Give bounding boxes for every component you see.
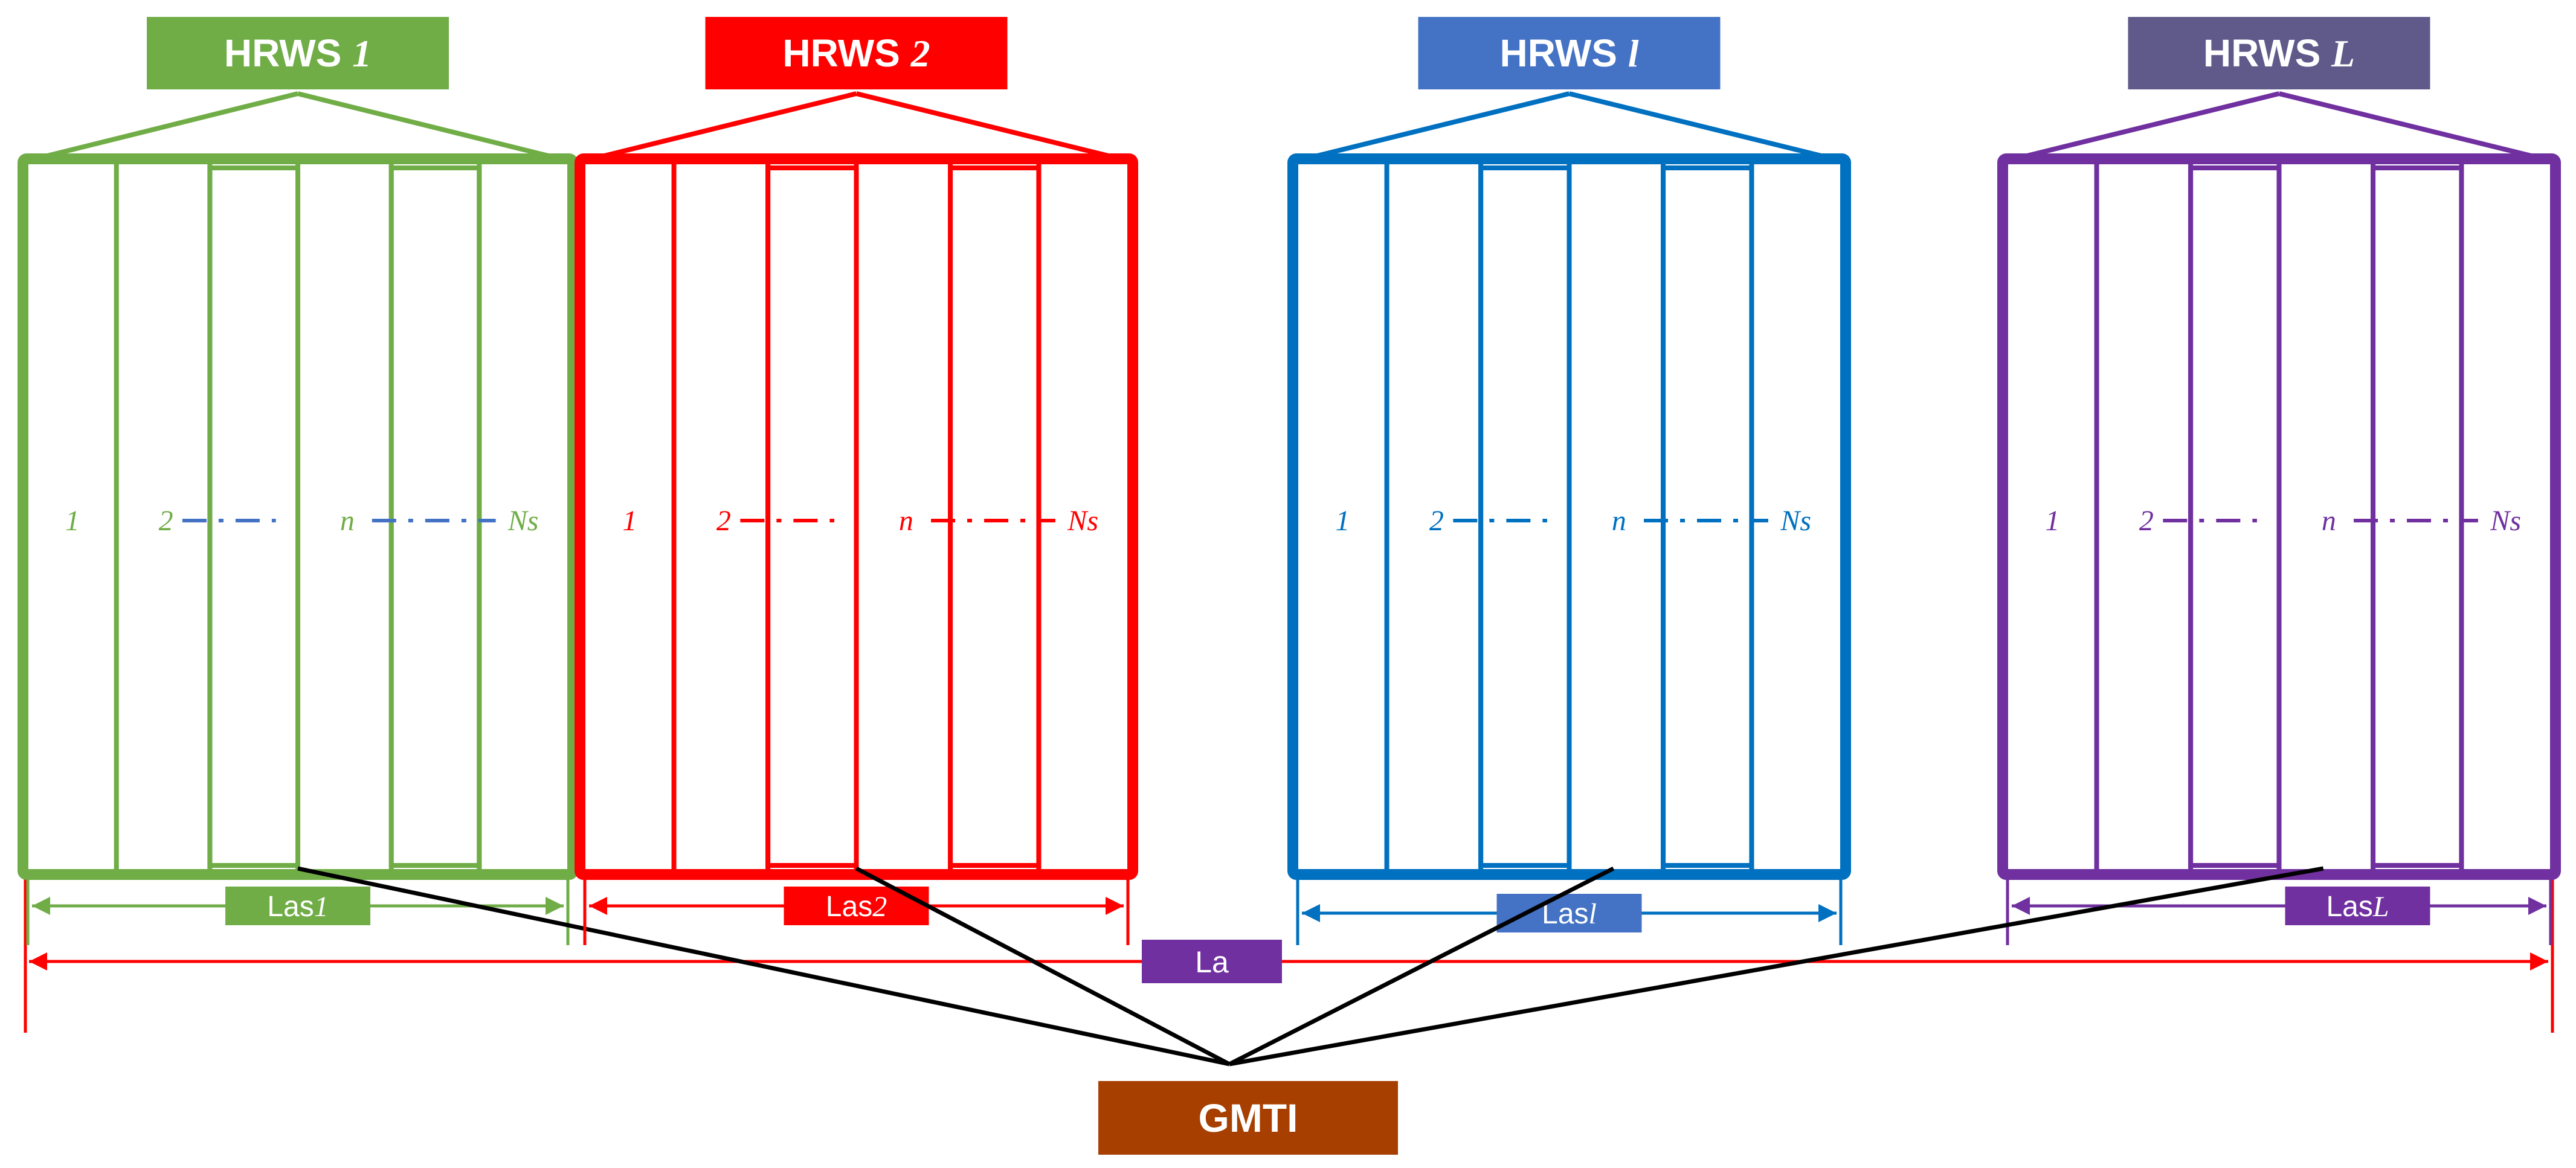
las-label: Las1 xyxy=(267,891,328,923)
gmti-box xyxy=(1098,1081,1398,1155)
las-label-box xyxy=(2285,887,2430,925)
hrws-title: HRWS 1 xyxy=(224,31,372,75)
las-label-prefix: Las xyxy=(826,891,872,923)
gmti-connector xyxy=(1228,866,1615,1067)
las-label-prefix: Las xyxy=(267,891,314,923)
la-label-box xyxy=(1142,940,1282,983)
hrws-pointer-right xyxy=(1568,91,1834,161)
las-label: Lasl xyxy=(1542,898,1597,930)
hrws-title: HRWS 2 xyxy=(782,31,930,75)
channel-label: 1 xyxy=(2045,505,2059,537)
channel-box xyxy=(1478,165,1572,868)
channel-label: Ns xyxy=(2490,505,2521,537)
hrws-pointer-left xyxy=(1304,91,1570,161)
hrws-pointer-right xyxy=(297,91,561,161)
hrws-title-box xyxy=(147,17,449,89)
hrws-title-index: L xyxy=(2331,32,2355,75)
channel-box xyxy=(388,165,482,868)
channel-label: Ns xyxy=(1067,505,1098,537)
gmti-connector xyxy=(297,866,1230,1067)
channel-box xyxy=(2188,165,2282,868)
las-label-box xyxy=(225,887,370,925)
hrws-title: HRWS l xyxy=(1500,31,1639,75)
las-label-index: 2 xyxy=(872,891,887,923)
channel-label: Ns xyxy=(507,505,539,537)
las-label-prefix: Las xyxy=(1542,898,1588,930)
hrws-pointer-left xyxy=(34,91,298,161)
hrws-title-box xyxy=(2128,17,2430,89)
la-label: La xyxy=(1195,945,1229,979)
hrws-title-index: 1 xyxy=(352,32,372,75)
hrws-title-prefix: HRWS xyxy=(2203,31,2331,75)
channel-label: 2 xyxy=(716,505,731,537)
hrws-title-index: 2 xyxy=(910,32,930,75)
hrws-title-box xyxy=(1418,17,1721,89)
channel-box xyxy=(948,165,1042,868)
hrws-title-prefix: HRWS xyxy=(224,31,352,75)
channel-box xyxy=(765,165,859,868)
channel-label: n xyxy=(2322,505,2336,537)
channel-label: 2 xyxy=(1429,505,1444,537)
channel-box xyxy=(1661,165,1754,868)
channel-label: n xyxy=(1612,505,1626,537)
channel-label: 1 xyxy=(1335,505,1350,537)
channel-box xyxy=(2371,165,2464,868)
hrws-pointer-right xyxy=(855,91,1121,161)
hrws-title-box xyxy=(705,17,1008,89)
hrws-title: HRWS L xyxy=(2203,31,2355,75)
channel-label: 2 xyxy=(2139,505,2154,537)
hrws-pointer-right xyxy=(2278,91,2544,161)
gmti-connector xyxy=(855,866,1231,1067)
las-label: LasL xyxy=(2326,891,2389,923)
gmti-connector xyxy=(1229,866,2324,1067)
hrws-block xyxy=(1287,153,1851,880)
channel-box xyxy=(207,165,300,868)
hrws-title-prefix: HRWS xyxy=(782,31,910,75)
channel-label: 1 xyxy=(65,505,80,537)
las-label: Las2 xyxy=(826,891,887,923)
hrws-title-prefix: HRWS xyxy=(1500,31,1628,75)
channel-label: n xyxy=(340,505,355,537)
hrws-pointer-left xyxy=(591,91,857,161)
las-label-box xyxy=(1496,894,1642,932)
channel-label: Ns xyxy=(1780,505,1811,537)
channel-label: 1 xyxy=(622,505,637,537)
channel-label: 2 xyxy=(159,505,173,537)
hrws-pointer-left xyxy=(2014,91,2280,161)
las-label-prefix: Las xyxy=(2326,891,2372,923)
channel-label: n xyxy=(899,505,913,537)
hrws-block xyxy=(18,153,578,880)
gmti-label: GMTI xyxy=(1199,1096,1298,1140)
hrws-title-index: l xyxy=(1628,32,1639,75)
las-label-index: l xyxy=(1589,898,1597,930)
las-label-index: 1 xyxy=(314,891,329,923)
hrws-block xyxy=(575,153,1138,880)
las-label-index: L xyxy=(2372,891,2389,923)
